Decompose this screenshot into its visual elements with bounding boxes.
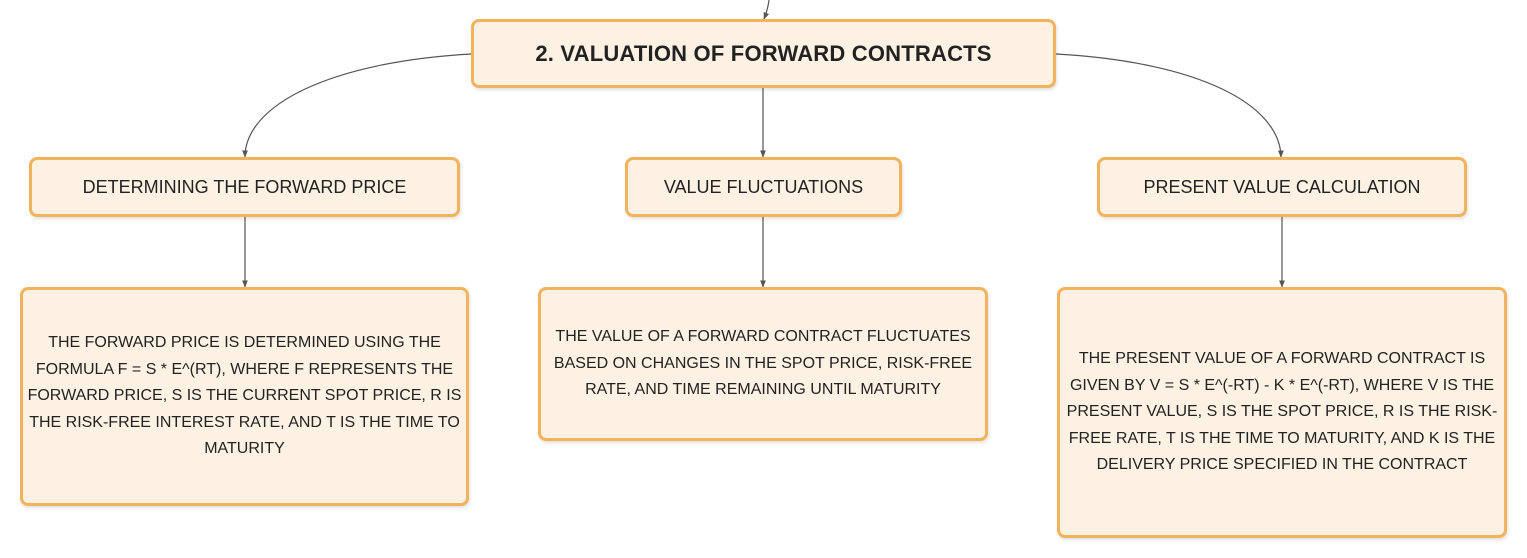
detail-node-text: THE VALUE OF A FORWARD CONTRACT FLUCTUAT… — [553, 328, 973, 399]
detail-node-value-fluctuations[interactable]: THE VALUE OF A FORWARD CONTRACT FLUCTUAT… — [538, 287, 988, 441]
root-node[interactable]: 2. VALUATION OF FORWARD CONTRACTS — [471, 19, 1056, 88]
branch-node-label: PRESENT VALUE CALCULATION — [1143, 176, 1421, 197]
branch-node-label: DETERMINING THE FORWARD PRICE — [82, 176, 407, 197]
branch-node-value-fluctuations[interactable]: VALUE FLUCTUATIONS — [625, 157, 902, 217]
branch-node-present-value[interactable]: PRESENT VALUE CALCULATION — [1097, 157, 1467, 217]
connector-root-to-forward-price — [242, 53, 472, 158]
detail-node-text: THE PRESENT VALUE OF A FORWARD CONTRACT … — [1066, 350, 1498, 474]
root-node-label: 2. VALUATION OF FORWARD CONTRACTS — [535, 40, 992, 66]
branch-node-label: VALUE FLUCTUATIONS — [663, 176, 864, 197]
connector-root-to-present-value — [1055, 53, 1284, 158]
detail-node-text: THE FORWARD PRICE IS DETERMINED USING TH… — [27, 334, 462, 458]
incoming-connector — [763, 0, 770, 20]
detail-node-present-value[interactable]: THE PRESENT VALUE OF A FORWARD CONTRACT … — [1057, 287, 1507, 538]
branch-node-forward-price[interactable]: DETERMINING THE FORWARD PRICE — [29, 157, 460, 217]
detail-node-forward-price[interactable]: THE FORWARD PRICE IS DETERMINED USING TH… — [20, 287, 469, 506]
